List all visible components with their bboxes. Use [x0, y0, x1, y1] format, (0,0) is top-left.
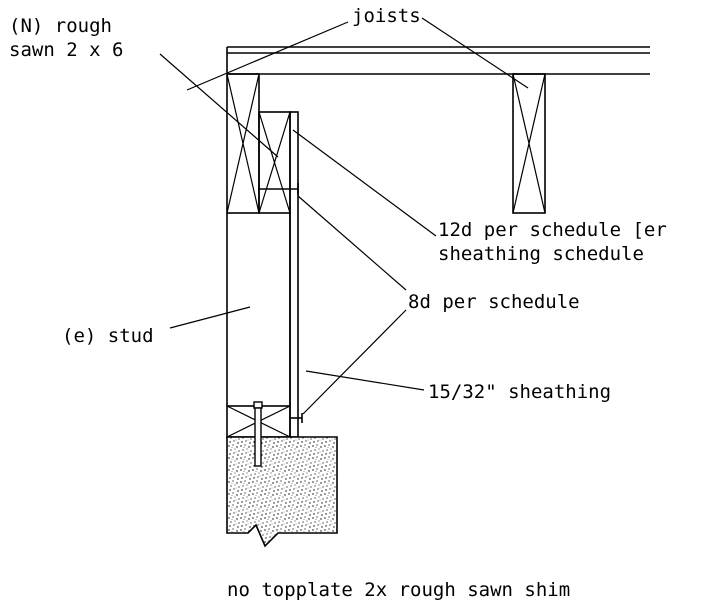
left-joist	[226, 73, 260, 214]
existing-stud	[226, 213, 291, 406]
label-12d-line1: 12d per schedule [er	[438, 219, 667, 241]
plywood-sheathing	[289, 111, 299, 438]
label-joists: joists	[352, 5, 421, 27]
label-12d-line2: sheathing schedule	[438, 243, 644, 265]
concrete-foundation	[226, 436, 338, 548]
rough-sawn-blocking	[258, 111, 291, 214]
leader-lines	[159, 17, 529, 415]
label-bottom-note: no topplate 2x rough sawn shim	[227, 579, 570, 601]
label-8d: 8d per schedule	[408, 291, 580, 313]
floor-sheathing	[226, 46, 650, 75]
right-joist	[512, 73, 546, 214]
label-sheathing: 15/32" sheathing	[428, 381, 611, 403]
nail-12d	[258, 183, 299, 195]
label-rough-line2: sawn 2 x 6	[9, 39, 123, 61]
anchor-bolt	[253, 401, 263, 467]
label-stud: (e) stud	[62, 325, 154, 347]
nail-8d	[290, 413, 303, 423]
label-rough-line1: (N) rough	[9, 15, 112, 37]
